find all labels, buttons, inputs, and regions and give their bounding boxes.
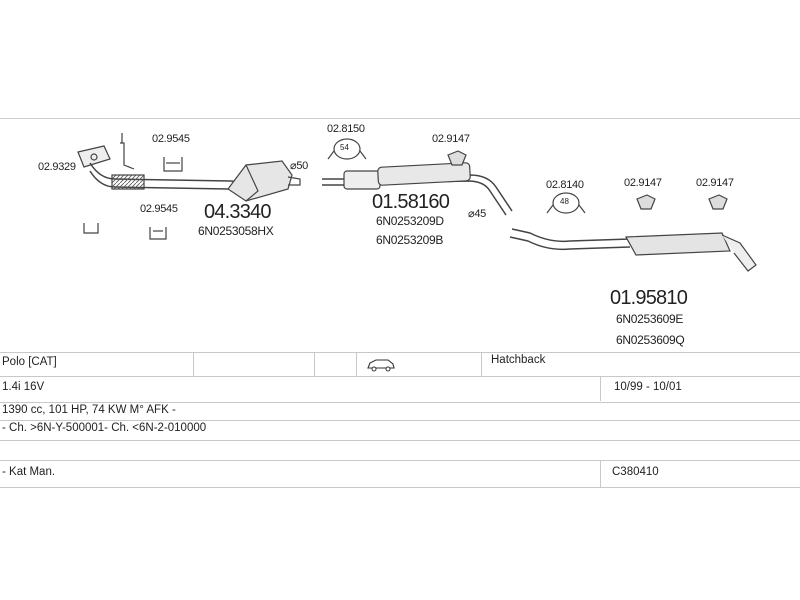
hanger-3 [708, 194, 728, 210]
oem-number: 6N0253609Q [616, 333, 685, 347]
model-cell: Polo [CAT] [2, 356, 57, 368]
table-row [0, 440, 800, 461]
part-01-95810: 01.95810 6N0253609E 6N0253609Q [610, 287, 688, 347]
part-code: 04.3340 [204, 201, 272, 223]
clamp-1 [83, 223, 99, 234]
oem-number: 6N0253209B [376, 233, 444, 247]
engine-cell: 1.4i 16V [2, 381, 45, 393]
table-row: 1390 cc, 101 HP, 74 KW M° AFK - [0, 402, 800, 421]
clamp-2 [163, 157, 183, 172]
code-02-8140: 02.8140 [546, 179, 584, 191]
ref-cell: C380410 [612, 466, 659, 478]
specs-cell: 1390 cc, 101 HP, 74 KW M° AFK - [2, 404, 176, 416]
code-02-9545-a: 02.9545 [152, 133, 190, 145]
part-04-3340: 04.3340 6N0253058HX [198, 201, 274, 238]
diameter-45: ⌀45 [468, 208, 486, 220]
oem-number: 6N0253209D [376, 214, 444, 228]
flex-section [111, 174, 145, 190]
clamp-3 [149, 227, 167, 240]
table-row: Polo [CAT] Hatchback [0, 352, 800, 377]
oem-number: 6N0253058HX [198, 224, 274, 238]
oem-number: 6N0253609E [616, 312, 684, 326]
rear-silencer [509, 228, 757, 272]
table-row: - Kat Man. C380410 [0, 460, 800, 488]
code-02-9147-a: 02.9147 [432, 133, 470, 145]
code-02-9147-c: 02.9147 [696, 177, 734, 189]
note-cell: - Kat Man. [2, 466, 56, 478]
chassis-cell: - Ch. >6N-Y-500001- Ch. <6N-2-010000 [2, 422, 207, 434]
part-code: 01.95810 [610, 287, 688, 309]
hanger-2 [636, 194, 656, 210]
exhaust-drawing [77, 133, 757, 272]
hanger-1 [447, 150, 467, 166]
body-type-cell: Hatchback [491, 354, 546, 366]
ring-clamp-2 [546, 192, 586, 214]
catalytic-converter [227, 160, 301, 202]
diameter-50: ⌀50 [290, 160, 308, 172]
years-cell: 10/99 - 10/01 [614, 381, 682, 393]
code-02-9329: 02.9329 [38, 161, 76, 173]
code-02-9147-b: 02.9147 [624, 177, 662, 189]
clamp-size-label-2: 48 [560, 197, 569, 206]
part-01-58160: 01.58160 6N0253209D 6N0253209B [372, 191, 450, 247]
part-code: 01.58160 [372, 191, 450, 213]
ring-clamp-1 [327, 138, 367, 160]
front-flange [77, 145, 111, 168]
car-icon [366, 358, 396, 375]
table-row: 1.4i 16V 10/99 - 10/01 [0, 376, 800, 401]
bracket [120, 133, 135, 170]
table-row: - Ch. >6N-Y-500001- Ch. <6N-2-010000 [0, 420, 800, 441]
code-02-8150: 02.8150 [327, 123, 365, 135]
clamp-size-label-1: 54 [340, 143, 349, 152]
exhaust-diagram: 02.9329 02.9545 02.9545 02.8150 02.9147 … [0, 118, 800, 354]
middle-silencer [322, 162, 513, 216]
code-02-9545-b: 02.9545 [140, 203, 178, 215]
